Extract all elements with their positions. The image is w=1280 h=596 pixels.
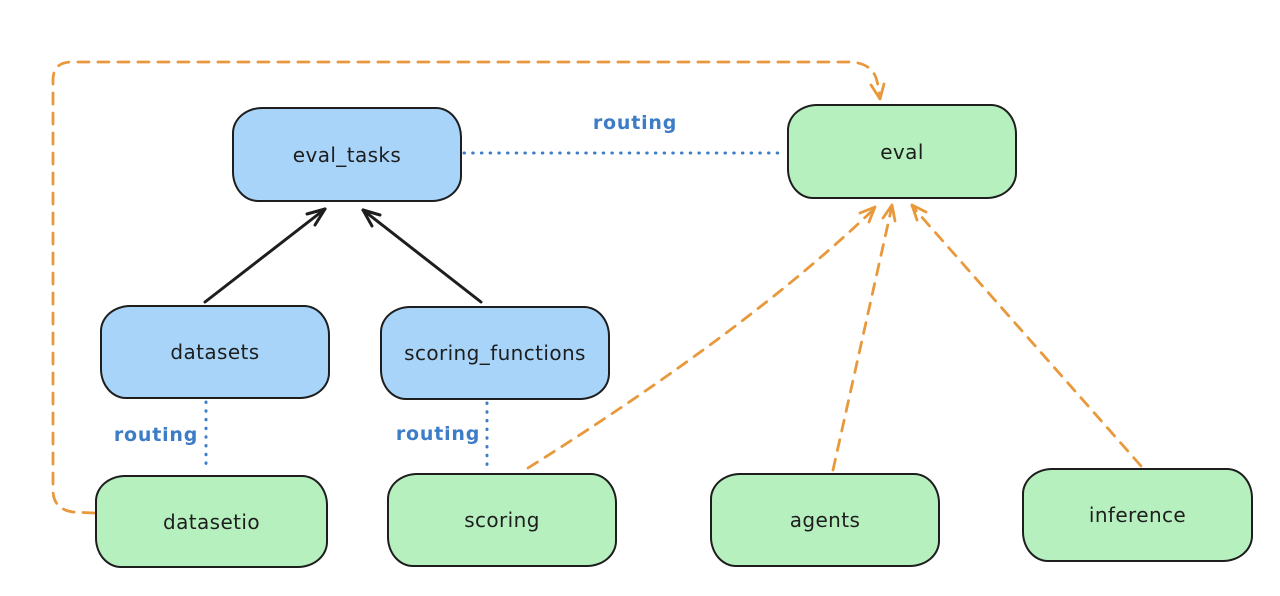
node-scoring-functions: scoring_functions: [380, 306, 610, 400]
node-datasets: datasets: [100, 305, 330, 399]
edge-datasets-to-eval-tasks: [203, 207, 327, 304]
routing-label-scoring-fns-scoring: routing: [395, 423, 481, 445]
node-agents: agents: [710, 473, 940, 567]
edge-inference-to-eval: [910, 203, 1143, 468]
node-eval: eval: [787, 104, 1017, 199]
node-inference: inference: [1022, 468, 1253, 562]
edge-scoring-functions-to-eval-tasks: [361, 208, 483, 304]
node-scoring: scoring: [387, 473, 617, 567]
routing-label-eval-tasks-eval: routing: [592, 112, 678, 134]
routing-label-datasets-datasetio: routing: [113, 424, 199, 446]
node-eval-tasks: eval_tasks: [232, 107, 462, 202]
edge-agents-to-eval: [831, 203, 897, 472]
node-datasetio: datasetio: [95, 475, 328, 568]
